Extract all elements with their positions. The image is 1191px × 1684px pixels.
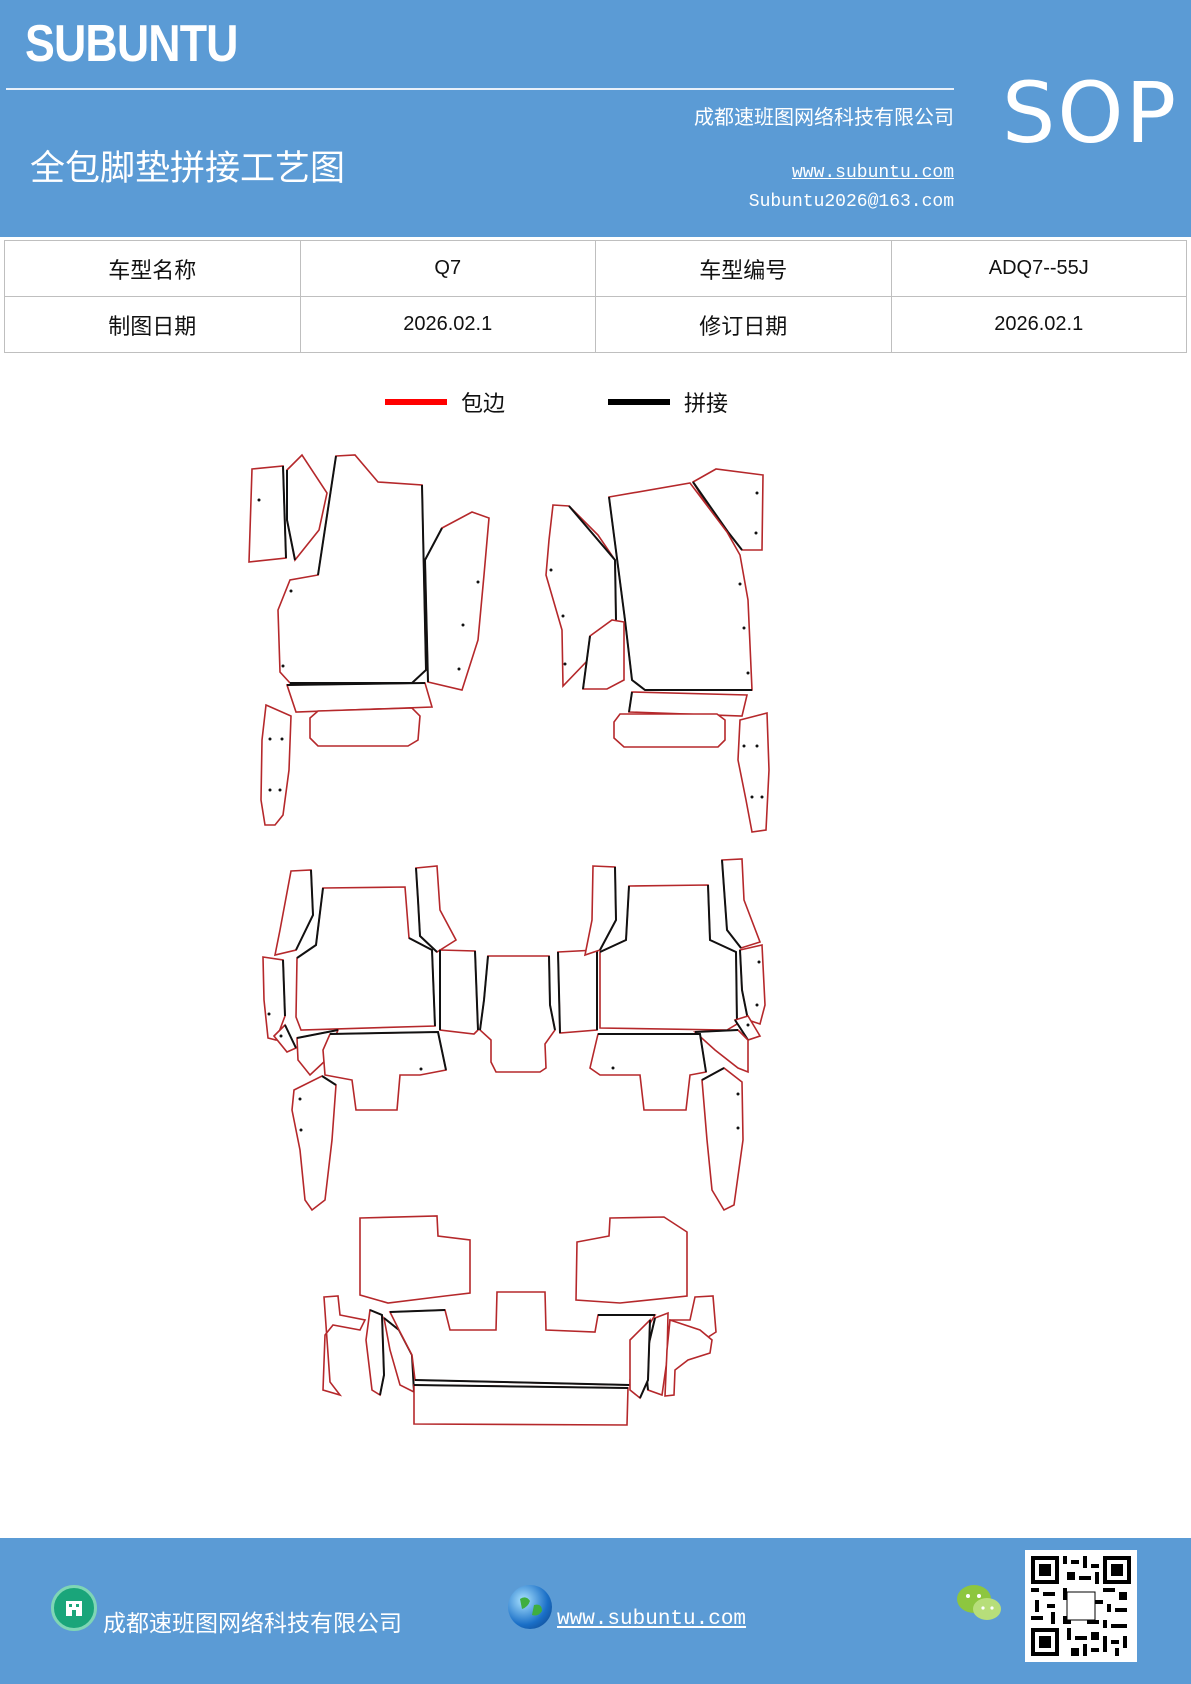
mat-piece xyxy=(628,691,749,717)
footer-company: 成都速班图网络科技有限公司 xyxy=(103,1611,402,1637)
header-email: Subuntu2026@163.com xyxy=(748,192,954,212)
header-divider xyxy=(6,88,954,90)
globe-icon xyxy=(508,1585,552,1629)
draw-date-value: 2026.02.1 xyxy=(299,296,596,353)
model-name-value: Q7 xyxy=(299,240,596,297)
header-website-link[interactable]: www.subuntu.com xyxy=(791,163,954,183)
mat-piece xyxy=(583,865,617,957)
floor-mat-pattern-drawing xyxy=(0,440,1191,1440)
footer-website-link[interactable]: www.subuntu.com xyxy=(557,1608,747,1631)
mat-piece xyxy=(413,1384,629,1426)
mat-piece xyxy=(295,886,436,1031)
mat-piece xyxy=(322,1295,367,1397)
mat-piece xyxy=(589,1033,707,1111)
mat-piece xyxy=(613,713,726,748)
brand-logo: SUBUNTU xyxy=(25,15,238,73)
revise-date-label: 修订日期 xyxy=(595,296,892,353)
revise-date-value: 2026.02.1 xyxy=(890,296,1187,353)
draw-date-label: 制图日期 xyxy=(4,296,301,353)
legend-edge: 包边 xyxy=(385,385,505,419)
mat-piece xyxy=(286,453,328,562)
legend-seam-label: 拼接 xyxy=(684,392,729,417)
model-code-label: 车型编号 xyxy=(595,240,892,297)
mat-piece xyxy=(575,1216,688,1304)
front-left-set xyxy=(248,453,490,826)
front-right-set xyxy=(545,468,770,833)
document-title: 全包脚垫拼接工艺图 xyxy=(30,149,346,189)
mat-piece xyxy=(599,884,738,1031)
mat-piece xyxy=(248,465,287,563)
model-name-label: 车型名称 xyxy=(4,240,301,297)
mat-piece xyxy=(388,1291,657,1386)
header-company: 成都速班图网络科技有限公司 xyxy=(694,105,954,129)
model-code-value: ADQ7--55J xyxy=(890,240,1187,297)
mat-piece xyxy=(739,944,766,1026)
legend-seam: 拼接 xyxy=(608,385,728,419)
legend-edge-label: 包边 xyxy=(461,392,506,417)
mat-piece xyxy=(359,1215,471,1304)
pattern-svg xyxy=(248,453,770,1426)
mat-piece xyxy=(291,1075,337,1212)
second-row-set xyxy=(262,858,766,1212)
header-banner: SUBUNTU 成都速班图网络科技有限公司 全包脚垫拼接工艺图 www.subu… xyxy=(0,0,1191,237)
mat-piece xyxy=(439,949,479,1035)
table-row: 制图日期 2026.02.1 修订日期 2026.02.1 xyxy=(4,296,1187,353)
mat-piece xyxy=(424,511,490,691)
mat-piece xyxy=(260,703,292,826)
sop-badge: SOP xyxy=(1002,64,1179,162)
mat-piece xyxy=(309,707,421,747)
third-row-set xyxy=(322,1215,717,1426)
mat-piece xyxy=(721,858,762,949)
mat-piece xyxy=(664,1318,713,1397)
footer-banner: 成都速班图网络科技有限公司 www.subuntu.com xyxy=(0,1538,1191,1684)
model-info-table: 车型名称 Q7 车型编号 ADQ7--55J 制图日期 2026.02.1 修订… xyxy=(4,240,1187,353)
wechat-icon[interactable] xyxy=(955,1582,1005,1626)
legend-seam-swatch xyxy=(608,399,670,405)
table-row: 车型名称 Q7 车型编号 ADQ7--55J xyxy=(4,240,1187,297)
mat-piece xyxy=(322,1031,447,1111)
building-icon xyxy=(51,1585,97,1631)
legend-edge-swatch xyxy=(385,399,447,405)
mat-piece xyxy=(273,869,314,957)
mat-piece xyxy=(479,955,556,1073)
mat-piece xyxy=(701,1067,744,1212)
qr-code xyxy=(1025,1550,1137,1662)
mat-piece xyxy=(557,949,598,1034)
mat-piece xyxy=(737,711,770,833)
